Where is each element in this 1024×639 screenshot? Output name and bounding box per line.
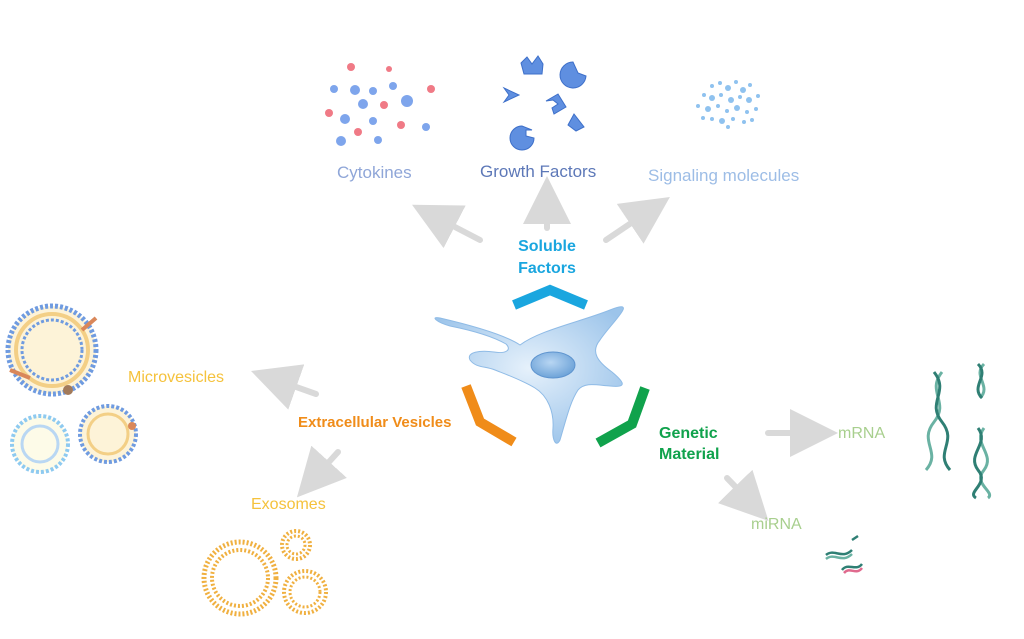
cytokines-label: Cytokines (337, 163, 412, 182)
mesenchymal-stem-cell-icon (434, 306, 624, 444)
mirna-helix-icon (825, 534, 863, 574)
arrow-to-microvesicles (251, 364, 319, 410)
microvesicles-label: Microvesicles (128, 369, 225, 386)
mrna-label: mRNA (838, 425, 886, 442)
mirna-label: miRNA (751, 516, 802, 533)
extracellular-vesicles-label: Extracellular Vesicles (298, 414, 452, 431)
arrow-to-cytokines (412, 204, 483, 249)
genetic-material-line2: Material (659, 446, 720, 463)
arrow-to-exosomes (296, 445, 347, 498)
signaling-molecules-icon (696, 80, 760, 129)
connector-arrows (251, 176, 838, 521)
cytokine-dots-icon (325, 63, 435, 146)
genetic-material-chevron (595, 386, 650, 448)
soluble-factors-chevron (512, 284, 588, 310)
exosome-rings-icon (201, 529, 328, 617)
growth-factors-label: Growth Factors (480, 162, 597, 181)
soluble-factors-line2: Factors (518, 260, 576, 277)
arrow-to-mirna (717, 469, 769, 521)
exosomes-label: Exosomes (251, 496, 326, 513)
genetic-material-line1: Genetic (659, 425, 718, 442)
arrow-to-signaling (603, 196, 670, 244)
microvesicle-icon (5, 303, 138, 474)
growth-factor-shapes-icon (502, 55, 587, 151)
genetic-material-label: Genetic Material (659, 423, 719, 465)
signaling-molecules-label: Signaling molecules (648, 166, 800, 185)
mrna-helix-icon (924, 362, 992, 500)
extracellular-vesicles-chevron (461, 384, 517, 447)
soluble-factors-line1: Soluble (518, 238, 576, 255)
soluble-factors-label: Soluble Factors (505, 236, 589, 280)
